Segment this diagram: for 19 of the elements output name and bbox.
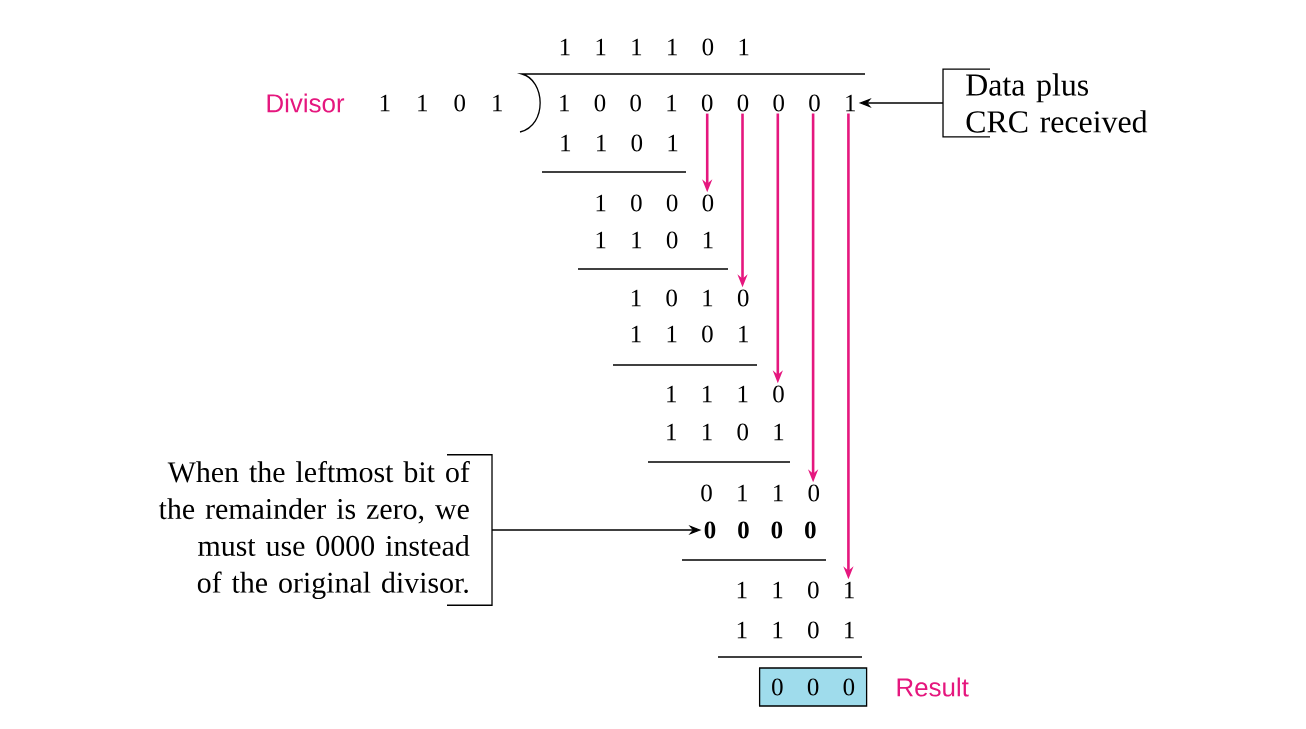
bracketed-note: When the leftmost bit of the remainder is zero, we must use 0000 instead of the original divisor. — [158, 454, 493, 606]
remainder-digits: 0 1 1 0 — [701, 484, 820, 502]
bracketed-note: Data plus CRC received — [942, 68, 1148, 138]
divisor-digits: 1 1 0 1 — [380, 94, 502, 112]
subtrahend-digits: 1 1 0 1 — [667, 423, 784, 441]
remainder-digits: 1 1 1 0 — [667, 385, 784, 403]
remainder-digits: 1 1 0 1 — [737, 581, 854, 599]
remainder-digits: 1 0 0 0 — [596, 194, 714, 212]
subtrahend-digits: 1 1 0 1 — [561, 134, 678, 152]
divisor-label: Divisor — [267, 93, 345, 113]
dividend-digits: 1 0 0 1 0 0 0 0 1 — [560, 94, 855, 112]
subtrahend-digits: 1 1 0 1 — [596, 231, 713, 249]
subtrahend-digits: 1 1 0 1 — [737, 621, 854, 639]
subtrahend-digits: 1 1 0 1 — [631, 325, 748, 343]
quotient-digits: 1 1 1 1 0 1 — [560, 38, 749, 56]
zero-divisor-digits: 0 0 0 0 — [704, 521, 816, 539]
remainder-digits: 1 0 1 0 — [631, 289, 749, 307]
result-box: 0 0 0 — [758, 667, 868, 707]
result-caption: Result — [897, 677, 969, 697]
